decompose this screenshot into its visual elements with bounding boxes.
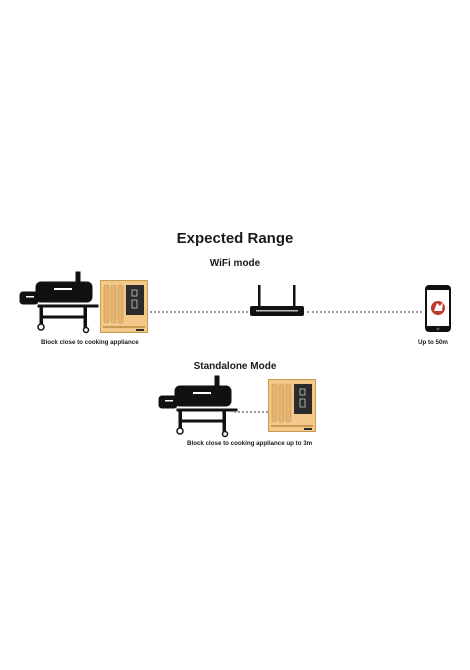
wifi-right-caption: Up to 50m [418,339,448,346]
wifi-link-router-phone [307,311,422,313]
block-device-icon [268,379,316,432]
phone-icon [425,285,451,332]
standalone-link [234,411,268,413]
block-device-icon [100,280,148,333]
wifi-mode-label: WiFi mode [209,258,261,269]
standalone-caption: Block close to cooking appliance up to 3… [187,440,313,447]
router-icon [250,285,304,316]
diagram-title: Expected Range [176,230,294,247]
wifi-left-caption: Block close to cooking appliance [41,339,139,346]
standalone-mode-label: Standalone Mode [193,361,277,372]
smoker-icon [158,375,238,438]
app-logo-icon [431,301,445,315]
smoker-icon [19,271,99,334]
wifi-link-block-router [150,311,248,313]
